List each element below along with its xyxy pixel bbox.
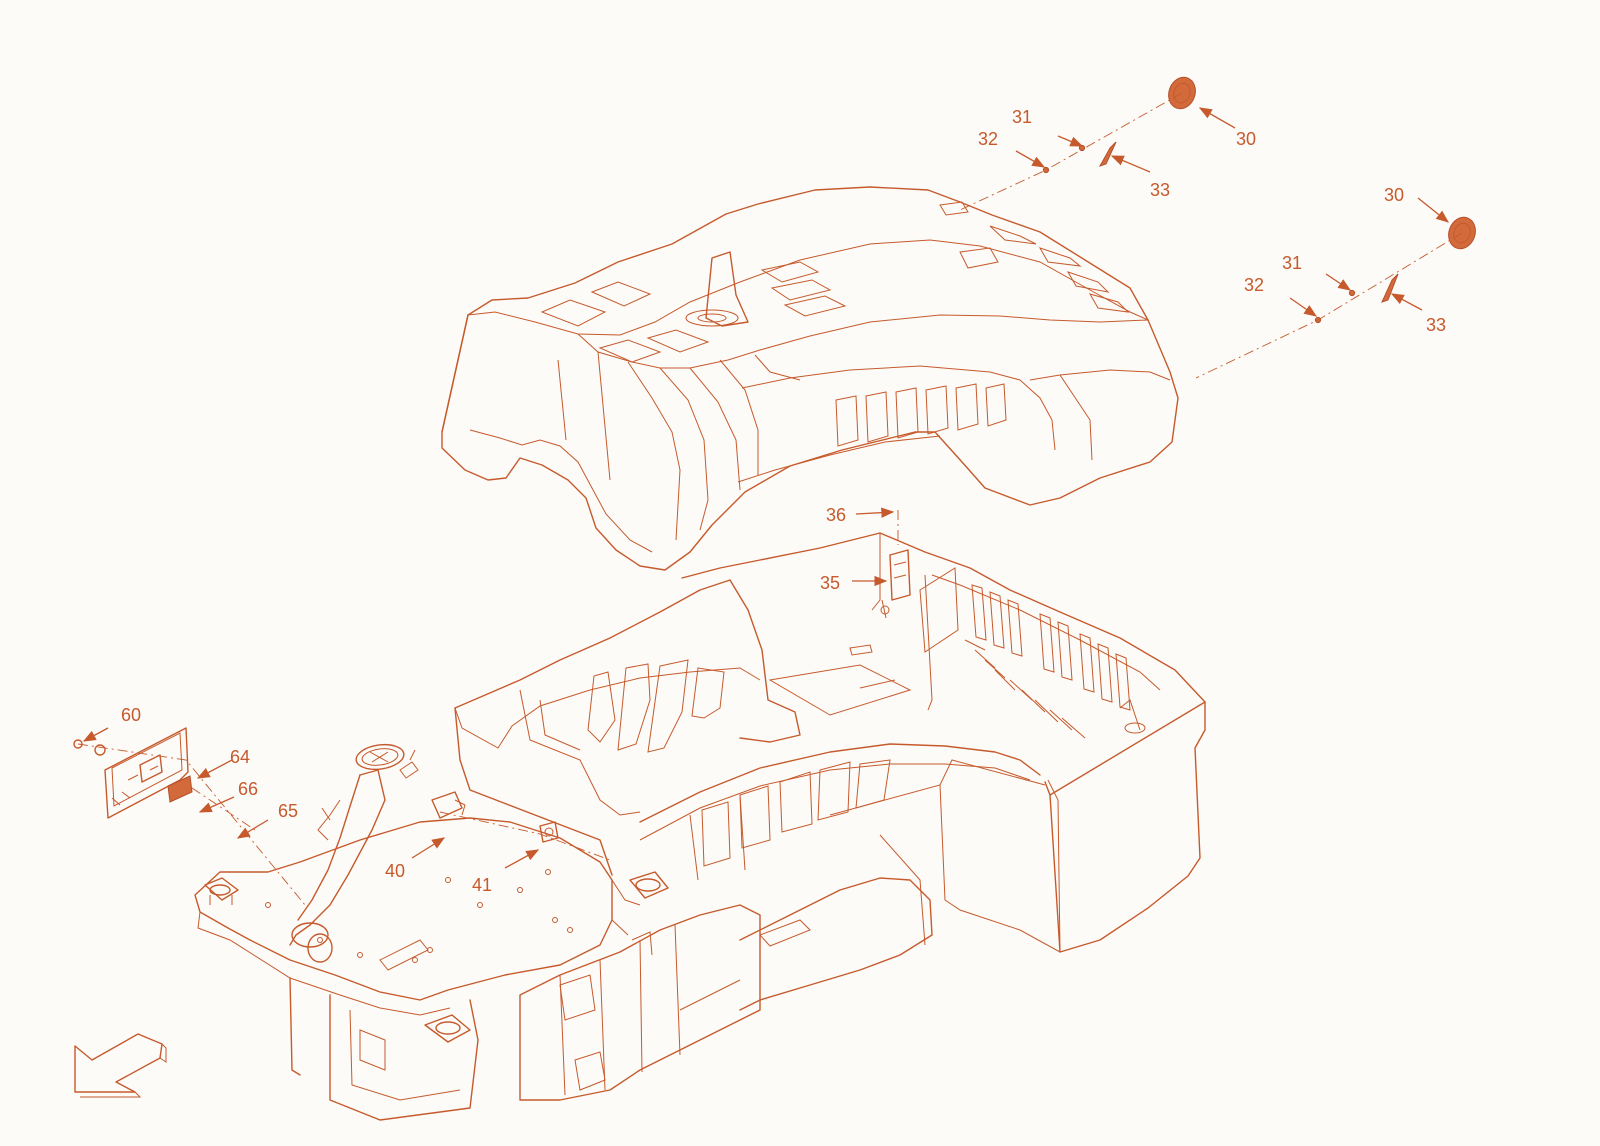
callout-65: 65 [278, 801, 299, 821]
leader-lines [82, 107, 1450, 869]
hood-cover [441, 186, 1179, 571]
assembly-lines [77, 92, 1463, 906]
callout-36: 36 [826, 505, 847, 525]
callout-60: 60 [121, 705, 142, 725]
fender-seat-pan [454, 532, 1206, 953]
callout-31-upper: 31 [1012, 107, 1033, 127]
callout-32-lower: 32 [1244, 275, 1265, 295]
cap-assembly-upper [1042, 76, 1196, 174]
callout-33-upper: 33 [1150, 180, 1171, 200]
callout-30-lower: 30 [1384, 185, 1405, 205]
callout-33-lower: 33 [1426, 315, 1447, 335]
callout-66: 66 [238, 779, 259, 799]
callout-64: 64 [230, 747, 251, 767]
callout-35: 35 [820, 573, 841, 593]
control-board-assembly [73, 727, 193, 819]
callout-32-upper: 32 [978, 129, 999, 149]
front-direction-arrow-icon [74, 1033, 167, 1098]
callout-40: 40 [385, 861, 406, 881]
chassis-frame [194, 817, 933, 1121]
dash-connector-41 [539, 821, 559, 843]
steering-column [289, 743, 419, 963]
dash-switch-40 [431, 791, 466, 819]
callout-31-lower: 31 [1282, 253, 1303, 273]
callout-30-upper: 30 [1236, 129, 1257, 149]
callout-41: 41 [472, 875, 493, 895]
